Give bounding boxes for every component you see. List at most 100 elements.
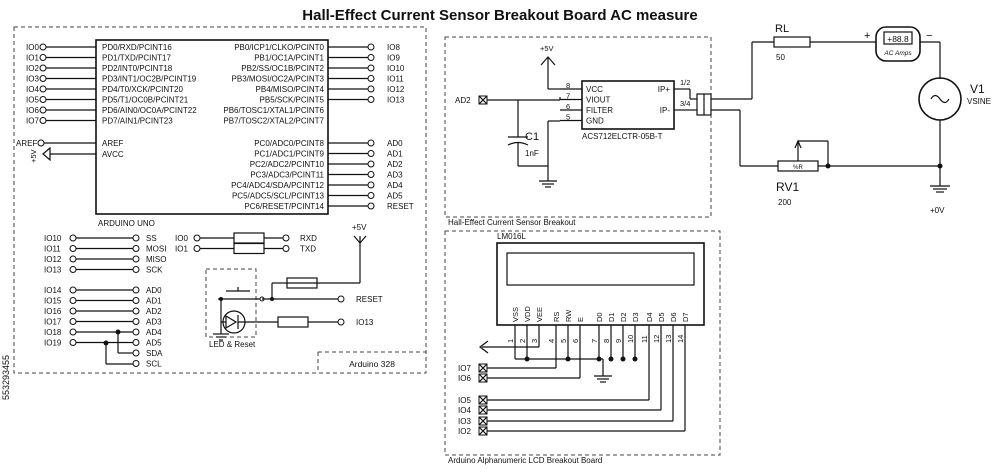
net-label-io10: IO10 bbox=[387, 64, 405, 73]
pin-label: PC3/ADC3/PCINT11 bbox=[250, 171, 324, 180]
pin-label: PC4/ADC4/SDA/PCINT12 bbox=[231, 181, 324, 190]
pin-label: PB2/SS/OC1B/PCINT2 bbox=[241, 64, 324, 73]
ammeter-readout: +88.8 bbox=[887, 34, 909, 44]
uart-connector: IO0 RXD IO1 TXD bbox=[175, 232, 317, 255]
pin-label: PB3/MOSI/OC2A/PCINT3 bbox=[232, 75, 325, 84]
pin-number: 1 bbox=[506, 339, 515, 343]
net-label-io17: IO17 bbox=[44, 318, 62, 327]
source-name: V1 bbox=[970, 82, 985, 96]
side-watermark: 553293455 bbox=[1, 355, 11, 400]
net-label-miso: MISO bbox=[146, 255, 166, 264]
pin-number: 10 bbox=[626, 335, 635, 343]
rl-resistor bbox=[773, 36, 811, 48]
net-label-sda: SDA bbox=[146, 349, 163, 358]
net-label-ad0: AD0 bbox=[387, 139, 403, 148]
pin-number: 3 bbox=[530, 339, 539, 343]
pin-number: 5 bbox=[559, 339, 568, 343]
reset-net-label: RESET bbox=[356, 295, 383, 304]
sensor-block: Hall-Effect Current Sensor Breakout +5V … bbox=[444, 36, 712, 227]
net-label-io12: IO12 bbox=[387, 85, 405, 94]
pin-number: 8 bbox=[566, 81, 570, 90]
net-label-io14: IO14 bbox=[44, 286, 62, 295]
pin-label: PD0/RXD/PCINT16 bbox=[102, 43, 172, 52]
net-label-ad2: AD2 bbox=[387, 160, 403, 169]
pin-label: PD7/AIN1/PCINT23 bbox=[102, 117, 173, 126]
load-circuit: RL 50 +88.8 AC Amps + − V1 VSINE +0V %R bbox=[711, 23, 991, 215]
lcd-pin-d5: D5 bbox=[657, 312, 666, 322]
svg-text:+5V: +5V bbox=[352, 223, 367, 232]
svg-text:AREF: AREF bbox=[16, 139, 37, 148]
sensor-frame bbox=[444, 36, 712, 218]
avcc-pin: +5V AVCC bbox=[29, 146, 124, 163]
page-title: Hall-Effect Current Sensor Breakout Boar… bbox=[302, 7, 697, 24]
net-label-io18: IO18 bbox=[44, 328, 62, 337]
pin-number: 14 bbox=[676, 335, 685, 343]
ground-label: +0V bbox=[930, 206, 945, 215]
rv1-name: RV1 bbox=[776, 180, 799, 194]
lcd-pin-d4: D4 bbox=[645, 312, 654, 322]
net-label-io13: IO13 bbox=[387, 96, 405, 105]
acs712-chip bbox=[581, 80, 675, 130]
svg-text:+: + bbox=[864, 30, 870, 42]
pin-label: PB5/SCK/PCINT5 bbox=[260, 96, 325, 105]
net-label-io19: IO19 bbox=[44, 339, 62, 348]
net-label-scl: SCL bbox=[146, 360, 162, 369]
svg-text:AVCC: AVCC bbox=[102, 150, 124, 159]
pin-number: 5 bbox=[566, 113, 570, 122]
lcd-net-io6: IO6 bbox=[458, 374, 471, 383]
net-label-io0: IO0 bbox=[175, 234, 188, 243]
acs712-pin-ipplus: IP+ bbox=[658, 85, 671, 94]
pin-label: PD2/INT0/PCINT18 bbox=[102, 64, 173, 73]
led-reset-label: LED & Reset bbox=[209, 340, 256, 349]
rv1-value: 200 bbox=[778, 198, 792, 207]
lcd-pin-vss: VSS bbox=[511, 307, 520, 322]
pin-number: 1/2 bbox=[680, 78, 690, 87]
pin-label: PD6/AIN0/OC0A/PCINT22 bbox=[102, 106, 197, 115]
lcd-pin-vdd: VDD bbox=[523, 306, 532, 322]
pin-number: 7 bbox=[566, 92, 570, 101]
pin-number: 4 bbox=[547, 339, 556, 343]
net-label-io16: IO16 bbox=[44, 307, 62, 316]
sensor-net-ad2: AD2 bbox=[455, 96, 471, 105]
net-label-mosi: MOSI bbox=[146, 245, 166, 254]
svg-text:−: − bbox=[926, 30, 932, 42]
net-label-io3: IO3 bbox=[26, 75, 39, 84]
pin-label: PC0/ADC0/PCINT8 bbox=[254, 139, 324, 148]
svg-text:AREF: AREF bbox=[102, 139, 123, 148]
arduino-chip bbox=[95, 39, 329, 215]
net-label-ad3: AD3 bbox=[146, 318, 162, 327]
pin-number: 9 bbox=[614, 339, 623, 343]
lcd-pin-vee: VEE bbox=[535, 307, 544, 322]
lcd-module bbox=[496, 242, 705, 326]
pin-label: PD4/T0/XCK/PCINT20 bbox=[102, 85, 183, 94]
net-label-ad5: AD5 bbox=[387, 192, 403, 201]
net-label-ad1: AD1 bbox=[146, 297, 162, 306]
lcd-net-io3: IO3 bbox=[458, 417, 471, 426]
lcd-pin-d7: D7 bbox=[681, 312, 690, 322]
led-reset-circuit: LED & Reset +5V RESET bbox=[205, 223, 383, 349]
net-label-io2: IO2 bbox=[26, 64, 39, 73]
io13-net-label: IO13 bbox=[356, 318, 374, 327]
ammeter-label: AC Amps bbox=[883, 50, 912, 57]
arduino-chip-name: ARDUINO UNO bbox=[98, 219, 155, 228]
net-label-io11: IO11 bbox=[44, 245, 61, 254]
arduino-frame bbox=[13, 26, 427, 374]
ac-ammeter[interactable] bbox=[875, 26, 921, 62]
acs712-pin-vcc: VCC bbox=[586, 85, 603, 94]
pin-number: 7 bbox=[590, 339, 599, 343]
pin-label: PB0/ICP1/CLKO/PCINT0 bbox=[234, 43, 324, 52]
net-label-txd: TXD bbox=[300, 245, 316, 254]
pin-label: PB4/MISO/PCINT4 bbox=[256, 85, 325, 94]
pin-label: PC5/ADC5/SCL/PCINT13 bbox=[232, 192, 325, 201]
net-label-rxd: RXD bbox=[300, 234, 317, 243]
net-label-io1: IO1 bbox=[175, 245, 188, 254]
lcd-net-io4: IO4 bbox=[458, 406, 471, 415]
pin-label: PB6/TOSC1/XTAL1/PCINT6 bbox=[223, 106, 324, 115]
pin-number: 13 bbox=[664, 335, 673, 343]
pin-label: PB7/TOSC2/XTAL2/PCINT7 bbox=[223, 117, 324, 126]
pin-label: PC2/ADC2/PCINT10 bbox=[250, 160, 325, 169]
